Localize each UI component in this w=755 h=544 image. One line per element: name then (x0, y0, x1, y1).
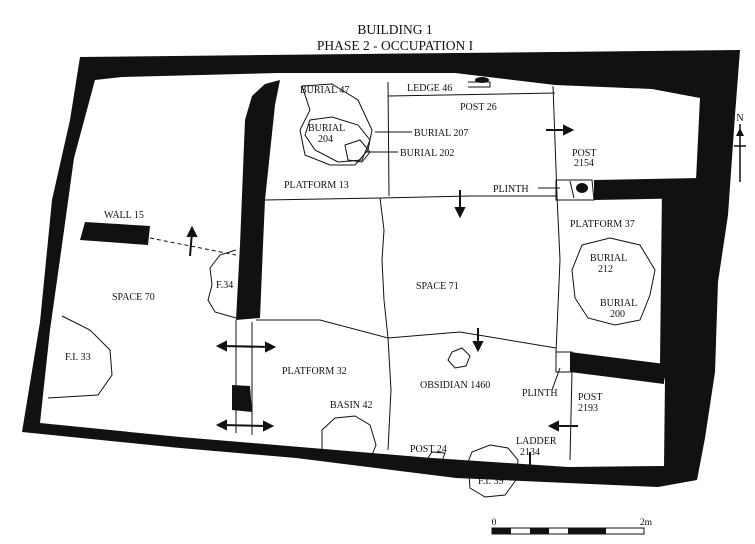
label-burial-212-b: 212 (598, 264, 613, 275)
label-basin-42: BASIN 42 (330, 400, 373, 411)
label-f34: F.34 (216, 280, 233, 291)
label-burial-202: BURIAL 202 (400, 148, 454, 159)
label-post-2154-a: POST (572, 148, 596, 159)
label-obsidian-1460: OBSIDIAN 1460 (420, 380, 490, 391)
label-wall-15: WALL 15 (104, 210, 144, 221)
burial-212-outline (571, 237, 656, 326)
post-26-marker (475, 77, 489, 83)
label-burial-47: BURIAL 47 (300, 85, 349, 96)
space-70-dash (149, 237, 237, 256)
plinth-lower-leader (551, 367, 561, 391)
label-burial-204-b: 204 (318, 134, 333, 145)
label-platform-13: PLATFORM 13 (284, 180, 349, 191)
label-plinth-lower: PLINTH (522, 388, 558, 399)
label-post-24: POST 24 (410, 444, 447, 455)
label-platform-37: PLATFORM 37 (570, 219, 635, 230)
label-burial-204-a: BURIAL (308, 123, 345, 134)
plan-title-line1: BUILDING 1 (357, 22, 432, 37)
label-ledge-46: LEDGE 46 (407, 83, 452, 94)
doorway-block (232, 385, 252, 412)
wall-west-of-platform-13 (236, 80, 280, 320)
burial-204-outline (304, 116, 371, 163)
outer-walls (22, 50, 740, 487)
label-fi-33: F.I. 33 (65, 352, 91, 363)
post-2193-marker (573, 358, 583, 368)
label-ladder-2134-a: LADDER (516, 436, 557, 447)
label-post-26: POST 26 (460, 102, 497, 113)
label-ladder-2134-b: 2134 (520, 447, 540, 458)
obsidian-outline (447, 347, 471, 369)
wall-plinth-upper (594, 178, 700, 200)
label-burial-207: BURIAL 207 (414, 128, 468, 139)
feature-outlines (47, 83, 656, 498)
burial-47-outline (299, 83, 373, 166)
room-boundary-lines (235, 81, 595, 462)
fi-39-outline (467, 444, 519, 498)
burial-202-outline (344, 139, 371, 163)
scale-bar: 0 2m (491, 518, 653, 535)
circulation-arrows (186, 124, 578, 468)
label-plinth-upper: PLINTH (493, 184, 529, 195)
label-space-70: SPACE 70 (112, 292, 155, 303)
fi-33-outline (47, 315, 113, 399)
label-burial-200-a: BURIAL (600, 298, 637, 309)
north-arrow: N (734, 113, 746, 182)
label-post-2193-b: 2193 (578, 403, 598, 414)
wall-plinth-lower (570, 352, 665, 384)
wall-15-stub (80, 222, 150, 245)
label-platform-32: PLATFORM 32 (282, 366, 347, 377)
scale-start-label: 0 (492, 518, 497, 528)
post-24-marker (424, 459, 436, 465)
basin-42-outline (321, 415, 377, 456)
f34-outline (207, 249, 237, 319)
north-label: N (736, 113, 743, 124)
plan-title-line2: PHASE 2 - OCCUPATION I (317, 38, 474, 53)
scale-end-label: 2m (640, 518, 653, 528)
label-post-2154-b: 2154 (574, 158, 594, 169)
label-space-71: SPACE 71 (416, 281, 459, 292)
label-burial-212-a: BURIAL (590, 253, 627, 264)
label-post-2193-a: POST (578, 392, 602, 403)
label-burial-200-b: 200 (610, 309, 625, 320)
post-2154-marker (576, 183, 588, 193)
label-fi-39: F.I. 39 (478, 476, 504, 487)
